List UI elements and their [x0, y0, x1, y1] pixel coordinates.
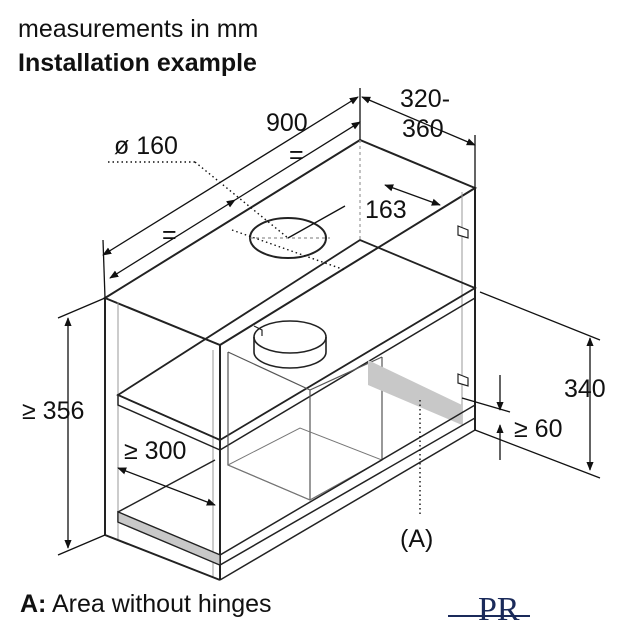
dim-shelf-depth-label: ≥ 300	[124, 437, 186, 465]
callout-a-label: (A)	[400, 525, 433, 553]
dim-diameter-label: ø 160	[114, 132, 178, 160]
duct-connector-hood	[253, 320, 327, 369]
brand-logo: PR	[448, 591, 530, 628]
shelf-middle	[116, 238, 477, 452]
page-title: Installation example	[18, 49, 257, 77]
svg-text:PR: PR	[478, 591, 520, 628]
dim-depth-top-label: 320-	[400, 85, 450, 113]
hood-unit	[226, 351, 462, 501]
leader-lines	[108, 161, 421, 515]
dim-gap-label: ≥ 60	[514, 415, 562, 443]
duct-opening-top	[249, 217, 330, 259]
footnote-text: Area without hinges	[46, 590, 272, 618]
dim-side-height-label: 340	[564, 375, 606, 403]
dim-equal-left-label: =	[162, 221, 177, 249]
dim-equal-top-label: =	[289, 141, 304, 169]
dim-offset-label: 163	[365, 196, 407, 224]
dim-height-label: ≥ 356	[22, 397, 84, 425]
hinge-icon	[253, 225, 469, 387]
units-note: measurements in mm	[18, 15, 259, 43]
footnote-key: A:	[20, 590, 47, 618]
dimension-lines	[57, 88, 601, 556]
dim-width-label: 900	[266, 109, 308, 137]
footnote: A: Area without hinges	[20, 590, 272, 619]
dim-depth-bottom-label: 360	[402, 115, 444, 143]
